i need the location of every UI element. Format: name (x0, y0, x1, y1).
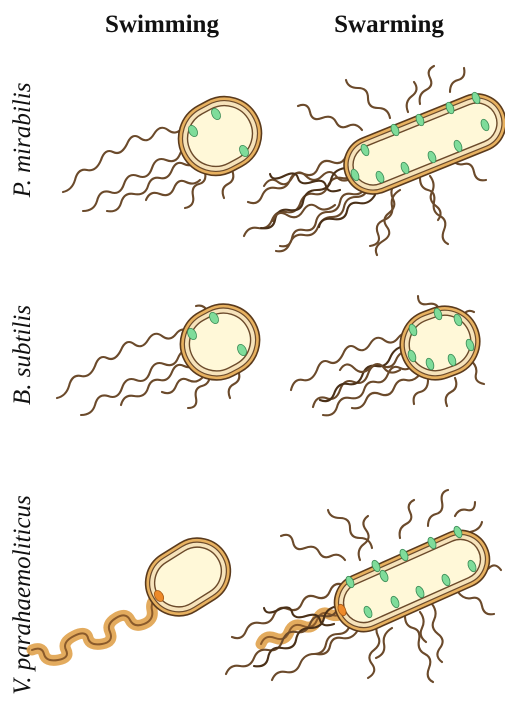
p-mirabilis-swarming-cell (244, 66, 505, 255)
p-mirabilis-swimming-body (166, 84, 275, 189)
column-title-swimming: Swimming (105, 11, 219, 38)
row-title-v-parahaemoliticus: V. parahaemoliticus (9, 495, 36, 695)
b-subtilis-swarming-cell (291, 296, 490, 415)
p-mirabilis-swimming-cell (63, 84, 274, 212)
v-parahaemoliticus-swimming-cell (32, 526, 243, 661)
v-parahaemoliticus-swarming-cell (226, 490, 501, 682)
row-title-p-mirabilis: P. mirabilis (9, 83, 36, 199)
b-subtilis-swimming-body (168, 291, 272, 392)
column-title-swarming: Swarming (334, 11, 444, 38)
v-parahaemoliticus-polar-sheathed-flagellum (32, 596, 158, 660)
b-subtilis-swimming-cell (57, 291, 272, 415)
row-title-b-subtilis: B. subtilis (9, 305, 36, 405)
